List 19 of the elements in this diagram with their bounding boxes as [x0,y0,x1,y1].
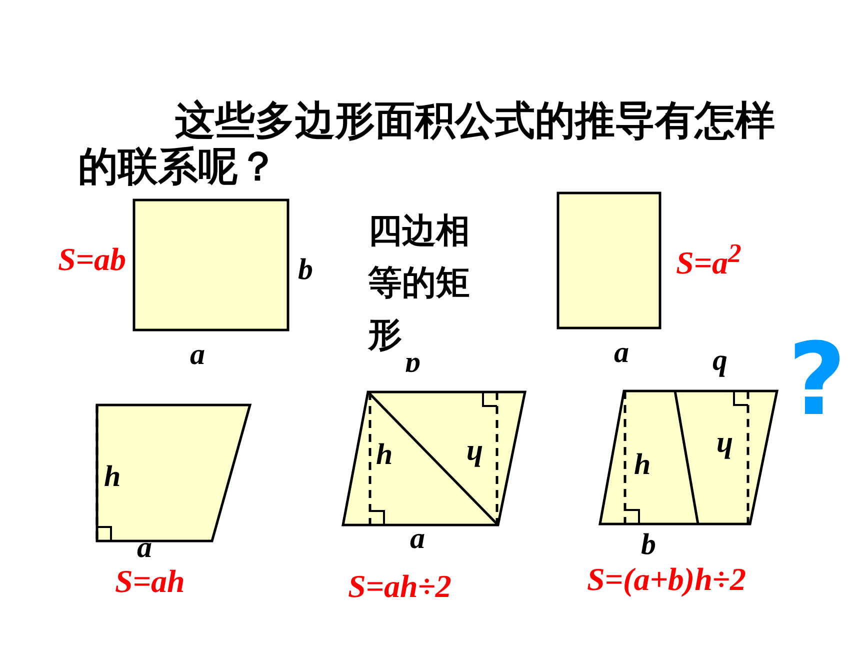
area-formula: S=ab [58,243,126,275]
height-label: h [466,440,483,470]
side-label: a [190,340,205,370]
question-heading: 这些多边形面积公式的推导有怎样的联系呢？ [78,98,776,190]
side-label: a [137,533,152,563]
area-formula: S=a$^{2}$ [676,240,742,279]
height-label: h [104,462,121,492]
area-formula: S=ah [115,565,185,597]
side-label: b [298,255,313,285]
height-label: h [634,450,651,480]
height-label: h [376,440,393,470]
area-formula: S=ah÷2 [348,570,452,602]
side-label: b [712,350,727,380]
area-formula: S=(a+b)h÷2 [587,563,746,595]
question-mark: ? [788,330,846,430]
side-label: a [410,524,425,554]
side-label: b [641,530,656,560]
height-label: h [716,432,733,462]
side-label: a [614,338,629,368]
